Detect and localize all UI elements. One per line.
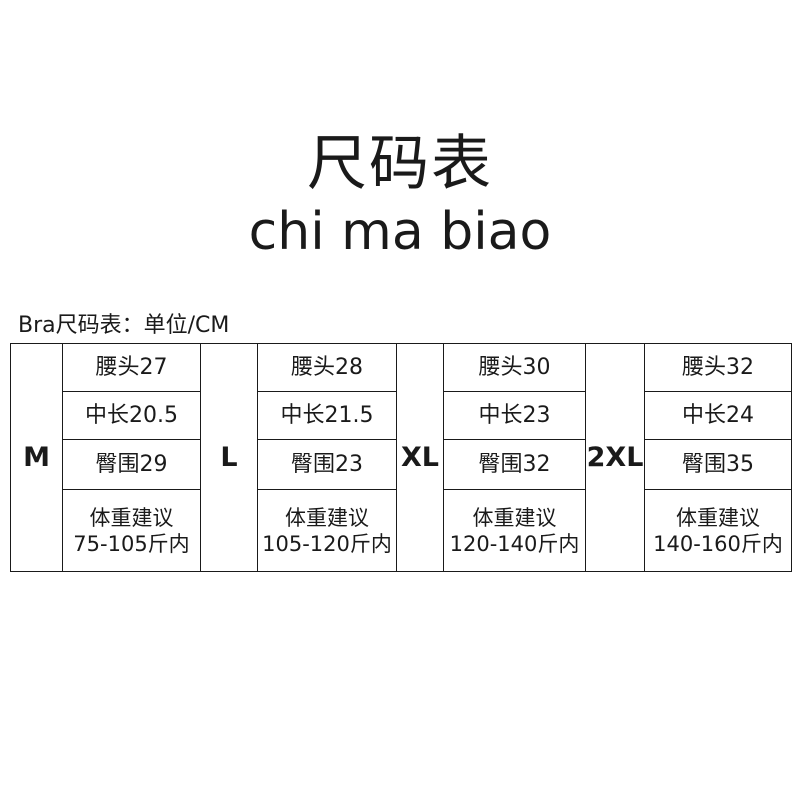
- size-label-l: L: [200, 343, 258, 572]
- weight-label: 体重建议: [676, 505, 760, 530]
- weight-cell-m: 体重建议 75-105斤内: [62, 489, 201, 572]
- hip-cell-m: 臀围29: [62, 439, 201, 490]
- weight-range: 75-105斤内: [73, 531, 190, 556]
- weight-cell-2xl: 体重建议 140-160斤内: [644, 489, 792, 572]
- length-cell-l: 中长21.5: [257, 391, 397, 440]
- weight-label: 体重建议: [285, 505, 369, 530]
- length-cell-2xl: 中长24: [644, 391, 792, 440]
- size-label-m: M: [10, 343, 63, 572]
- table-row: M 腰头27 L 腰头28 XL 腰头30 2XL 腰头32: [10, 343, 792, 572]
- weight-range: 140-160斤内: [653, 531, 783, 556]
- weight-cell-l: 体重建议 105-120斤内: [257, 489, 397, 572]
- waist-cell-2xl: 腰头32: [644, 343, 792, 392]
- weight-range: 120-140斤内: [449, 531, 580, 556]
- hip-cell-xl: 臀围32: [443, 439, 586, 490]
- weight-range: 105-120斤内: [262, 531, 392, 556]
- weight-label: 体重建议: [472, 505, 557, 530]
- length-cell-xl: 中长23: [443, 391, 586, 440]
- hip-cell-2xl: 臀围35: [644, 439, 792, 490]
- size-table: M 腰头27 L 腰头28 XL 腰头30 2XL 腰头32 中长20.5 中长…: [10, 343, 792, 572]
- waist-cell-xl: 腰头30: [443, 343, 586, 392]
- weight-cell-xl: 体重建议 120-140斤内: [443, 489, 586, 572]
- page-subtitle: chi ma biao: [248, 202, 552, 262]
- table-row: 体重建议 75-105斤内 体重建议 105-120斤内 体重建议 120-14…: [11, 489, 792, 572]
- waist-cell-l: 腰头28: [257, 343, 397, 392]
- weight-label: 体重建议: [89, 505, 174, 530]
- size-label-2xl: 2XL: [585, 343, 645, 572]
- hip-cell-l: 臀围23: [257, 439, 397, 490]
- waist-cell-m: 腰头27: [62, 343, 201, 392]
- length-cell-m: 中长20.5: [62, 391, 201, 440]
- page-title: 尺码表: [307, 129, 493, 199]
- size-label-xl: XL: [396, 343, 444, 572]
- table-caption: Bra尺码表：单位/CM: [18, 313, 230, 338]
